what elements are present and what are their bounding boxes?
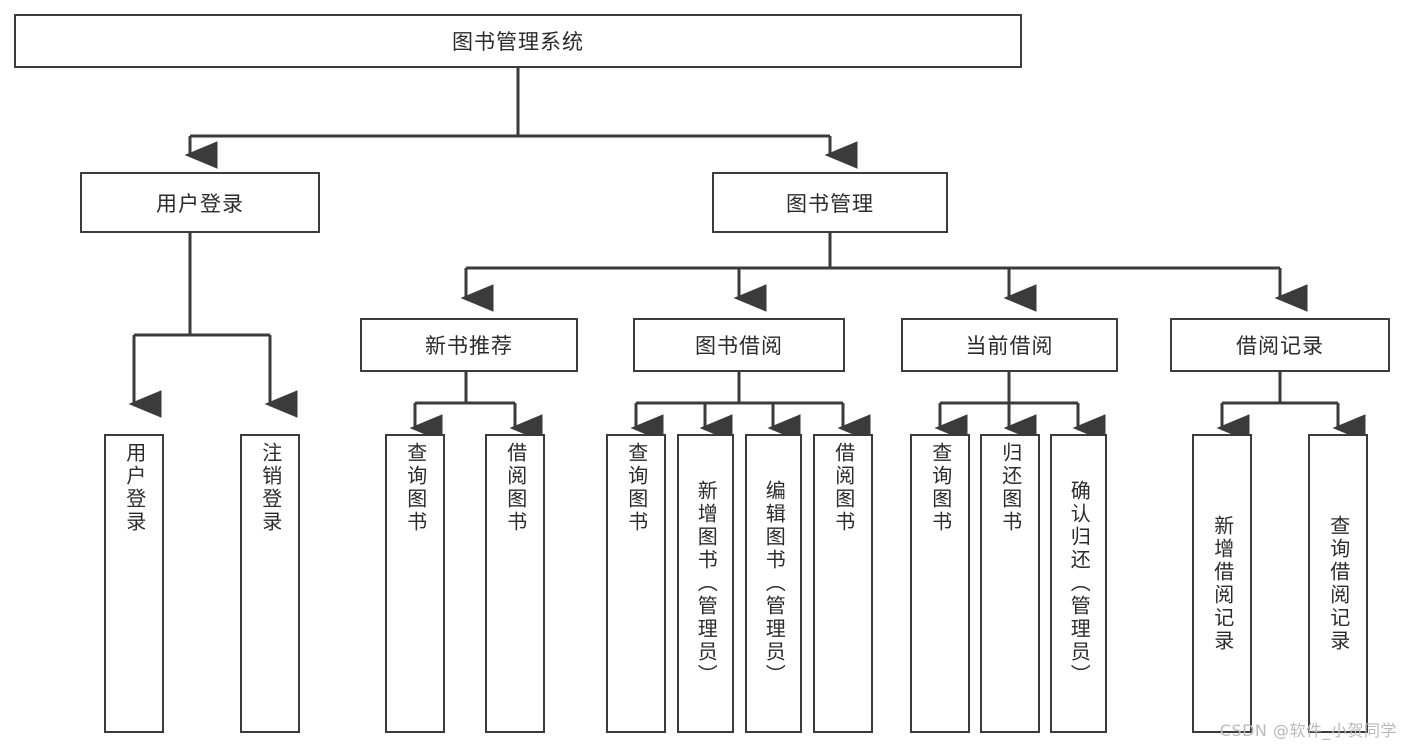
node-label: 借阅记录 [1236,334,1324,358]
node-borrow-records[interactable]: 借阅记录 [1170,318,1390,372]
node-label: 注销登录 [258,442,283,534]
node-label: 确认归还（管理员） [1067,480,1092,687]
node-label: 图书借阅 [695,334,783,358]
node-label: 查询图书 [928,442,953,534]
leaf-user-login-login[interactable]: 用户登录 [104,434,164,733]
node-label: 查询图书 [403,442,428,534]
node-label: 归还图书 [998,442,1023,534]
leaf-recommend-query-book[interactable]: 查询图书 [385,434,445,733]
leaf-borrow-borrow-book[interactable]: 借阅图书 [813,434,873,733]
node-label: 借阅图书 [503,442,528,534]
node-label: 图书管理 [786,191,874,216]
leaf-borrow-query-book[interactable]: 查询图书 [606,434,666,733]
leaf-recommend-borrow-book[interactable]: 借阅图书 [485,434,545,733]
leaf-current-confirm-return-admin[interactable]: 确认归还（管理员） [1050,434,1107,733]
node-label: 借阅图书 [831,442,856,534]
leaf-borrow-edit-book-admin[interactable]: 编辑图书（管理员） [745,434,802,733]
node-root-book-management-system[interactable]: 图书管理系统 [14,14,1022,68]
node-label: 查询图书 [624,442,649,534]
node-book-management[interactable]: 图书管理 [712,172,948,233]
node-new-book-recommend[interactable]: 新书推荐 [360,318,578,372]
node-label: 当前借阅 [965,334,1054,358]
node-label: 新书推荐 [425,334,513,358]
leaf-user-login-logout[interactable]: 注销登录 [240,434,300,733]
leaf-records-query-record[interactable]: 查询借阅记录 [1308,434,1368,733]
node-user-login[interactable]: 用户登录 [80,172,320,233]
node-label: 图书管理系统 [452,30,584,54]
leaf-records-add-record[interactable]: 新增借阅记录 [1192,434,1252,733]
leaf-borrow-add-book-admin[interactable]: 新增图书（管理员） [677,434,734,733]
node-current-borrow[interactable]: 当前借阅 [901,318,1118,372]
node-label: 用户登录 [122,442,147,534]
leaf-current-return-book[interactable]: 归还图书 [980,434,1040,733]
node-label: 新增图书（管理员） [694,480,719,687]
node-label: 用户登录 [156,191,244,216]
node-book-borrow[interactable]: 图书借阅 [633,318,845,372]
node-label: 编辑图书（管理员） [762,480,787,687]
leaf-current-query-book[interactable]: 查询图书 [910,434,970,733]
csdn-watermark: CSDN @软件_小贺同学 [1219,721,1397,740]
node-label: 新增借阅记录 [1210,514,1235,653]
node-label: 查询借阅记录 [1326,514,1351,653]
